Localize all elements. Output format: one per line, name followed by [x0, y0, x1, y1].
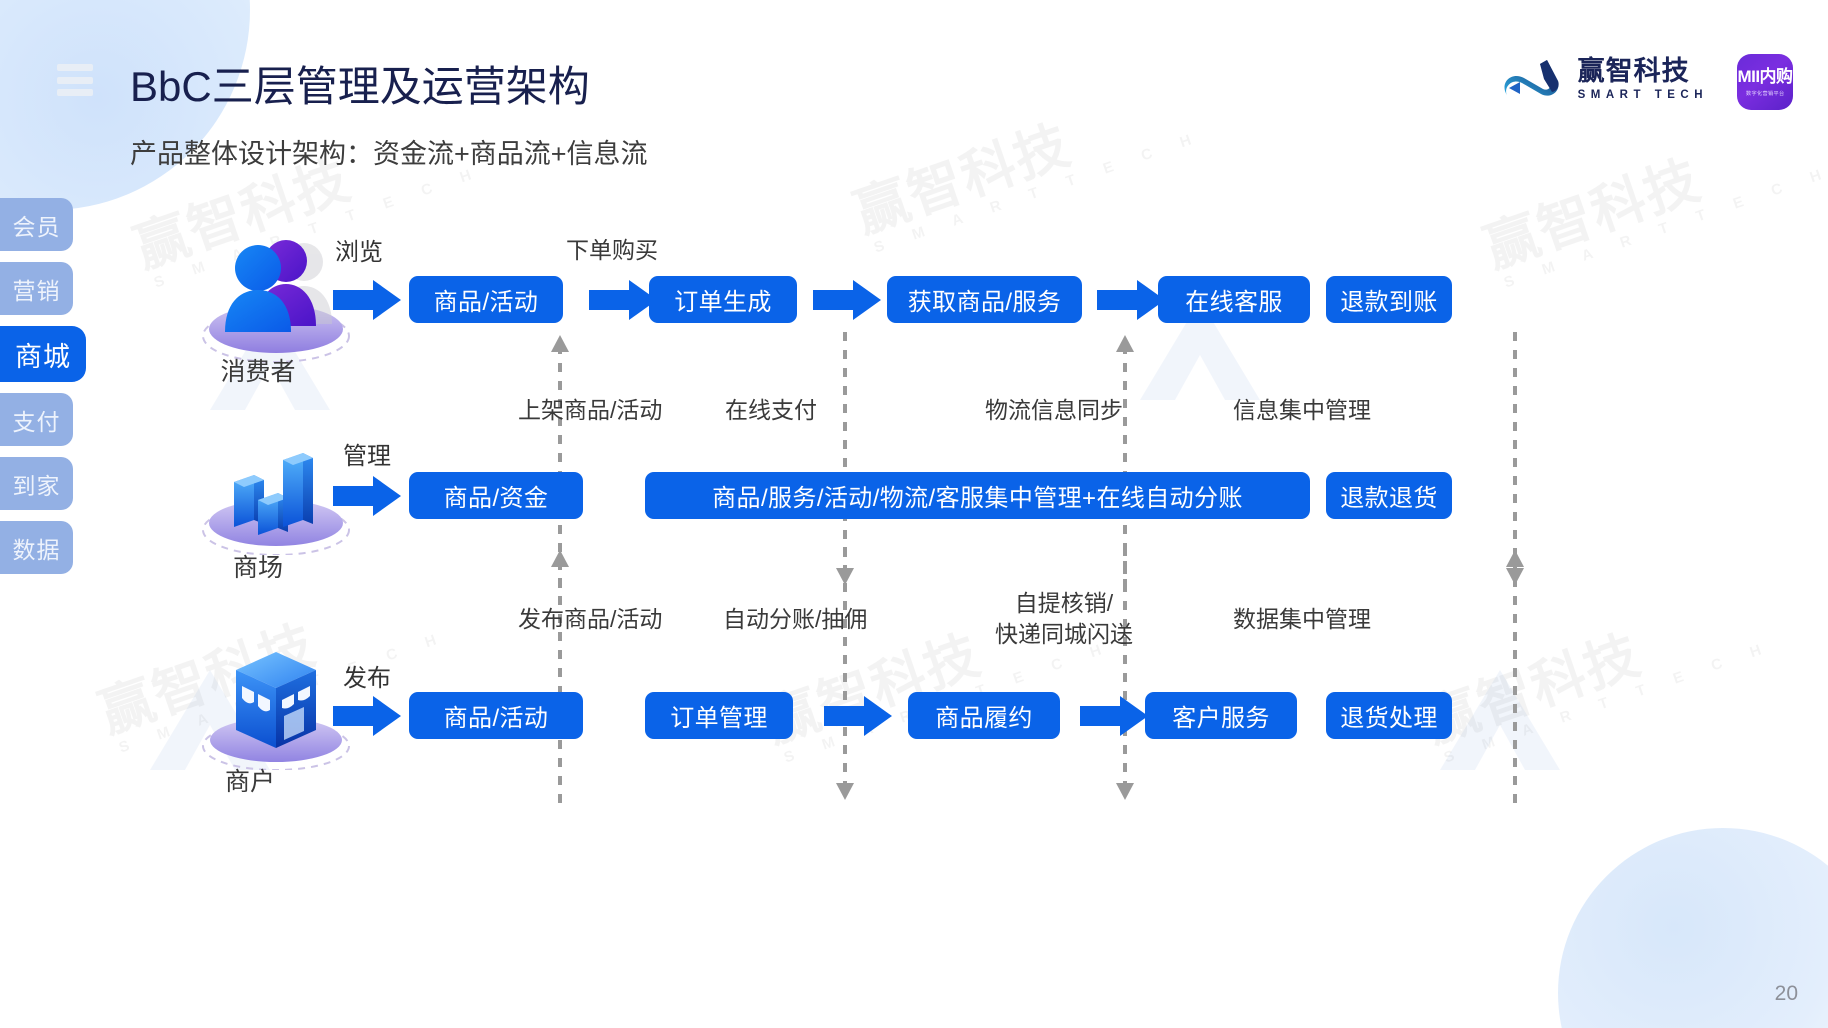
sidebar: 会员 营销 商城 支付 到家 数据 [0, 198, 86, 574]
arrow-product-to-order [589, 280, 657, 320]
brand-name-cn: 赢智科技 [1577, 56, 1690, 87]
node-get-product-service[interactable]: 获取商品/服务 [887, 276, 1082, 323]
node-customer-service[interactable]: 客户服务 [1145, 692, 1297, 739]
caption-online-payment: 在线支付 [725, 397, 817, 423]
node-refund-return[interactable]: 退款退货 [1326, 472, 1452, 519]
page-number: 20 [1774, 982, 1798, 1005]
node-refund-received[interactable]: 退款到账 [1326, 276, 1452, 323]
sidebar-item-huiyuan[interactable]: 会员 [0, 198, 73, 251]
caption-pickup-line1: 自提核销/ [1014, 590, 1114, 616]
hamburger-bar [57, 76, 93, 84]
verb-label-manage: 管理 [343, 443, 391, 470]
brand-name-en: SMART TECH [1577, 88, 1708, 101]
arrow-mall-to-product-funds [333, 476, 401, 516]
verb-label-publish: 发布 [343, 665, 391, 692]
persona-mall-icon [198, 420, 358, 556]
dashed-connector-up-fabu [551, 550, 569, 803]
page-title: BbC三层管理及运营架构 [130, 63, 590, 110]
page-subtitle: 产品整体设计架构：资金流+商品流+信息流 [130, 139, 648, 169]
arrow-order-to-receive [813, 280, 881, 320]
caption-publish-product: 发布商品/活动 [518, 606, 663, 632]
sidebar-item-shangcheng[interactable]: 商城 [0, 326, 86, 382]
hamburger-bar [57, 64, 93, 71]
persona-consumer-icon [198, 228, 358, 363]
app-icon-subtitle: 数字化营销平台 [1745, 90, 1785, 97]
app-icon-title: MII内购 [1737, 66, 1793, 86]
caption-list-product: 上架商品/活动 [518, 397, 663, 423]
node-product-funds[interactable]: 商品/资金 [409, 472, 583, 519]
hamburger-bar [57, 89, 93, 96]
brand-mark-icon [1503, 56, 1565, 102]
arrow-fulfillment-to-service [1080, 696, 1148, 736]
dashed-connector-down-zaixianzhifu [836, 332, 854, 585]
persona-label-mall: 商场 [232, 554, 283, 582]
dashed-connector-down-fenzhang [836, 547, 854, 800]
caption-pickup-line2: 快递同城闪送 [995, 621, 1133, 648]
dashed-connector-up-shuju [1506, 550, 1524, 803]
caption-pickup-delivery: 自提核销/ 快递同城闪送 [995, 588, 1133, 650]
hamburger-icon[interactable] [57, 64, 93, 96]
brand-logo: 赢智科技 SMART TECH [1503, 56, 1708, 102]
caption-logistics-sync: 物流信息同步 [985, 397, 1123, 423]
caption-auto-settlement: 自动分账/抽佣 [723, 606, 868, 632]
node-online-support[interactable]: 在线客服 [1158, 276, 1310, 323]
dashed-connector-down-hexiao [1116, 547, 1134, 800]
dashed-connector-down-xinxi [1506, 332, 1524, 585]
caption-info-central: 信息集中管理 [1233, 397, 1371, 423]
sidebar-item-zhifu[interactable]: 支付 [0, 393, 73, 446]
arrow-merchant-to-product [333, 696, 401, 736]
persona-label-consumer: 消费者 [220, 358, 296, 386]
node-product-activity[interactable]: 商品/活动 [409, 276, 563, 323]
sidebar-item-yingxiao[interactable]: 营销 [0, 262, 73, 315]
arrow-consumer-to-product [333, 280, 401, 320]
sidebar-item-daojia[interactable]: 到家 [0, 457, 73, 510]
brand-text: 赢智科技 SMART TECH [1577, 56, 1708, 101]
dashed-connector-up-shangjia [551, 335, 569, 588]
node-central-management[interactable]: 商品/服务/活动/物流/客服集中管理+在线自动分账 [645, 472, 1310, 519]
verb-label-browse: 浏览 [335, 239, 383, 266]
sidebar-item-shuju[interactable]: 数据 [0, 521, 73, 574]
node-return-processing[interactable]: 退货处理 [1326, 692, 1452, 739]
node-order-management[interactable]: 订单管理 [645, 692, 793, 739]
node-product-fulfillment[interactable]: 商品履约 [908, 692, 1060, 739]
node-merchant-product-activity[interactable]: 商品/活动 [409, 692, 583, 739]
app-icon[interactable]: MII内购 数字化营销平台 [1737, 54, 1793, 110]
caption-data-central: 数据集中管理 [1233, 606, 1371, 632]
node-order-created[interactable]: 订单生成 [649, 276, 797, 323]
arrow-order-mgmt-to-fulfillment [824, 696, 892, 736]
persona-label-merchant: 商户 [224, 768, 275, 796]
arrow-receive-to-support [1097, 280, 1165, 320]
persona-merchant-icon [198, 630, 358, 771]
caption-order-purchase: 下单购买 [566, 237, 658, 263]
